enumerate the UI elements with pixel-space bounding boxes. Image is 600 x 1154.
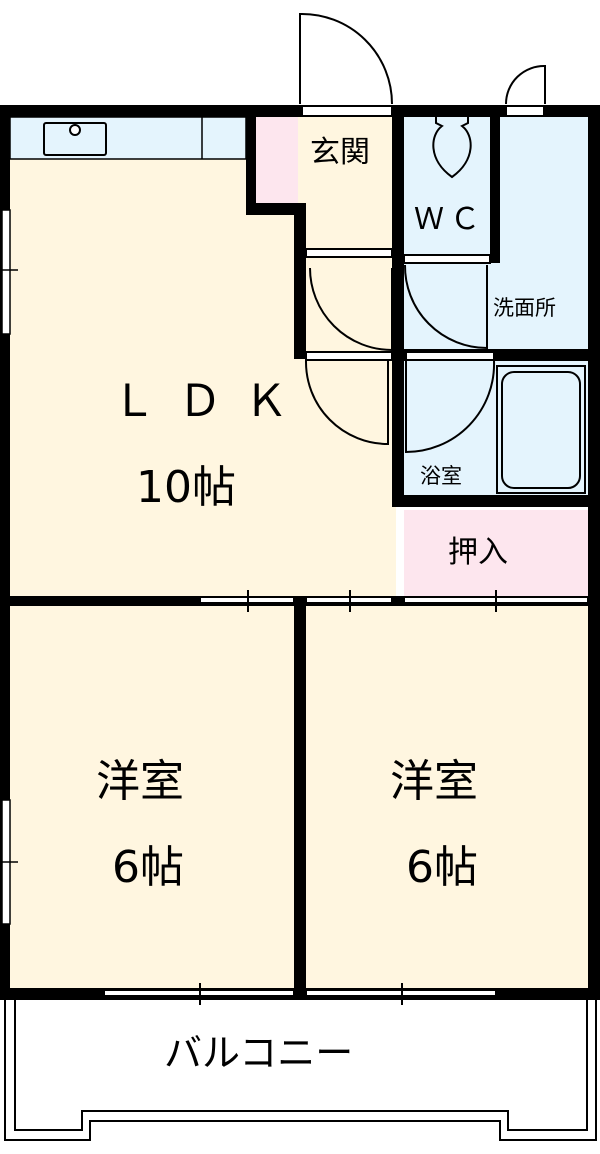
- entrance-door: [299, 12, 393, 117]
- sink-icon: [43, 122, 107, 156]
- western-room-right-size: 6帖: [406, 842, 478, 893]
- utility-door: [505, 64, 546, 117]
- entrance-floor: [302, 117, 392, 255]
- western-room-left-label: 洋室: [96, 756, 184, 807]
- western-room-right-floor: [306, 606, 588, 988]
- bathtub-icon: [496, 365, 586, 494]
- western-room-left-floor: [10, 606, 294, 988]
- bathroom-label: 浴室: [420, 464, 462, 488]
- western-room-left-size: 6帖: [112, 842, 184, 893]
- fridge-space: [256, 117, 298, 203]
- washroom-label: 洗面所: [493, 296, 556, 320]
- entrance-label: 玄関: [310, 135, 370, 170]
- wc-label: ＷＣ: [414, 202, 486, 237]
- windows: [0, 209, 18, 925]
- sliding-doors: [103, 590, 589, 1005]
- interior-doors: [304, 248, 496, 454]
- ldk-label: ＬＤＫ: [112, 376, 310, 427]
- closet-label: 押入: [448, 535, 508, 570]
- ldk-size: 10帖: [136, 462, 236, 513]
- balcony-label: バルコニー: [164, 1031, 354, 1075]
- western-room-right-label: 洋室: [390, 756, 478, 807]
- toilet-icon: [432, 117, 472, 179]
- closet-floor: [404, 510, 588, 600]
- balcony-outline: [4, 1000, 597, 1141]
